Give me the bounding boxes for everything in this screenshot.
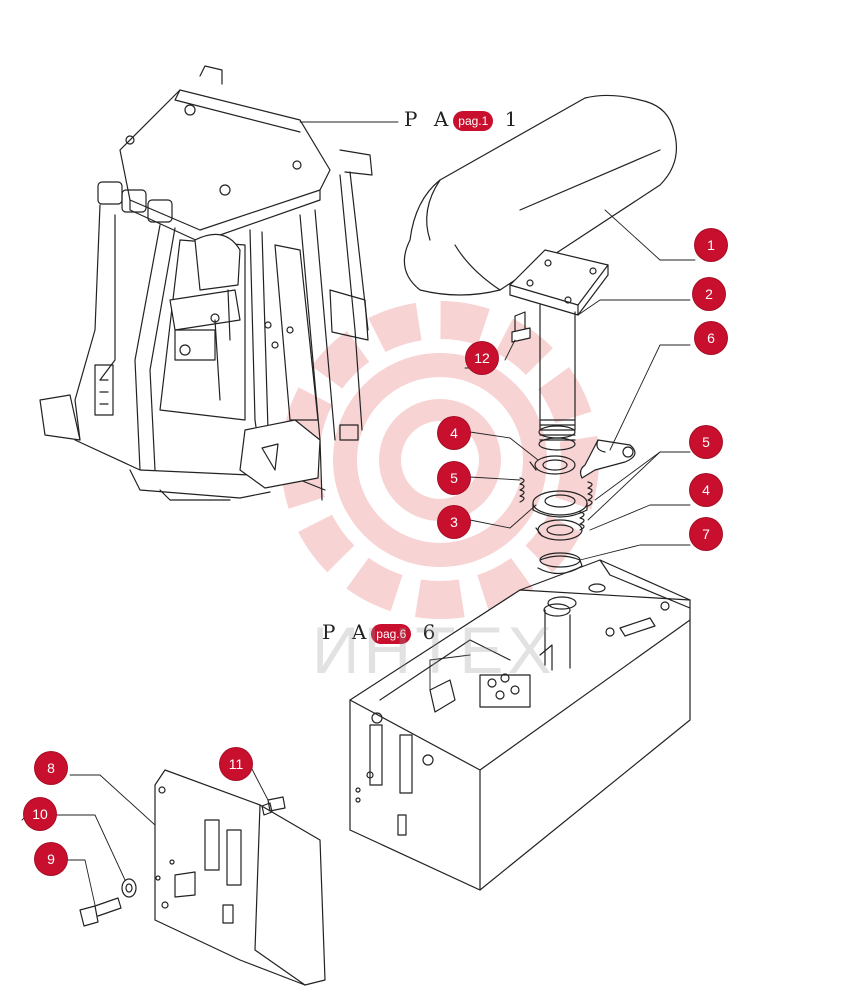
leader-lines bbox=[21, 121, 696, 906]
callout-part-9[interactable]: 9 bbox=[35, 843, 67, 875]
page-link-pag-6[interactable]: pag.6 bbox=[371, 623, 412, 644]
callout-part-12[interactable]: 12 bbox=[466, 342, 498, 374]
cab-assembly bbox=[39, 65, 373, 501]
ring-clip-upper bbox=[529, 455, 576, 475]
side-cover-panel bbox=[154, 769, 326, 986]
armrest-cushion bbox=[403, 94, 678, 296]
screw-11 bbox=[261, 796, 286, 816]
watermark-text: ИНТЕХ bbox=[312, 613, 556, 687]
callout-part-10[interactable]: 10 bbox=[24, 798, 56, 830]
callout-part-7[interactable]: 7 bbox=[690, 518, 722, 550]
callout-part-5-left[interactable]: 5 bbox=[438, 462, 470, 494]
reference-prefix: P A bbox=[404, 107, 454, 131]
washer-10 bbox=[121, 878, 137, 898]
spring-left bbox=[519, 477, 525, 503]
callout-part-5-right[interactable]: 5 bbox=[690, 426, 722, 458]
reference-suffix: 6 bbox=[422, 620, 441, 644]
ring-clip-lower bbox=[535, 519, 583, 541]
reference-prefix: P A bbox=[322, 620, 372, 644]
page-link-pag-1[interactable]: pag.1 bbox=[453, 110, 494, 131]
callout-part-1[interactable]: 1 bbox=[695, 229, 727, 261]
callout-part-11[interactable]: 11 bbox=[220, 748, 252, 780]
bolt-12 bbox=[511, 311, 531, 343]
callout-part-8[interactable]: 8 bbox=[35, 752, 67, 784]
callout-part-3[interactable]: 3 bbox=[438, 506, 470, 538]
spacer-ring bbox=[532, 490, 588, 518]
spring-right bbox=[579, 481, 593, 531]
callout-part-4-lower[interactable]: 4 bbox=[690, 474, 722, 506]
console-housing bbox=[349, 559, 691, 891]
callout-part-6[interactable]: 6 bbox=[695, 322, 727, 354]
callout-part-4-upper[interactable]: 4 bbox=[438, 417, 470, 449]
bolt-9 bbox=[79, 897, 122, 927]
support-tube bbox=[509, 249, 609, 451]
reference-suffix: 1 bbox=[504, 107, 523, 131]
callout-part-2[interactable]: 2 bbox=[693, 278, 725, 310]
locking-lever bbox=[579, 439, 636, 479]
